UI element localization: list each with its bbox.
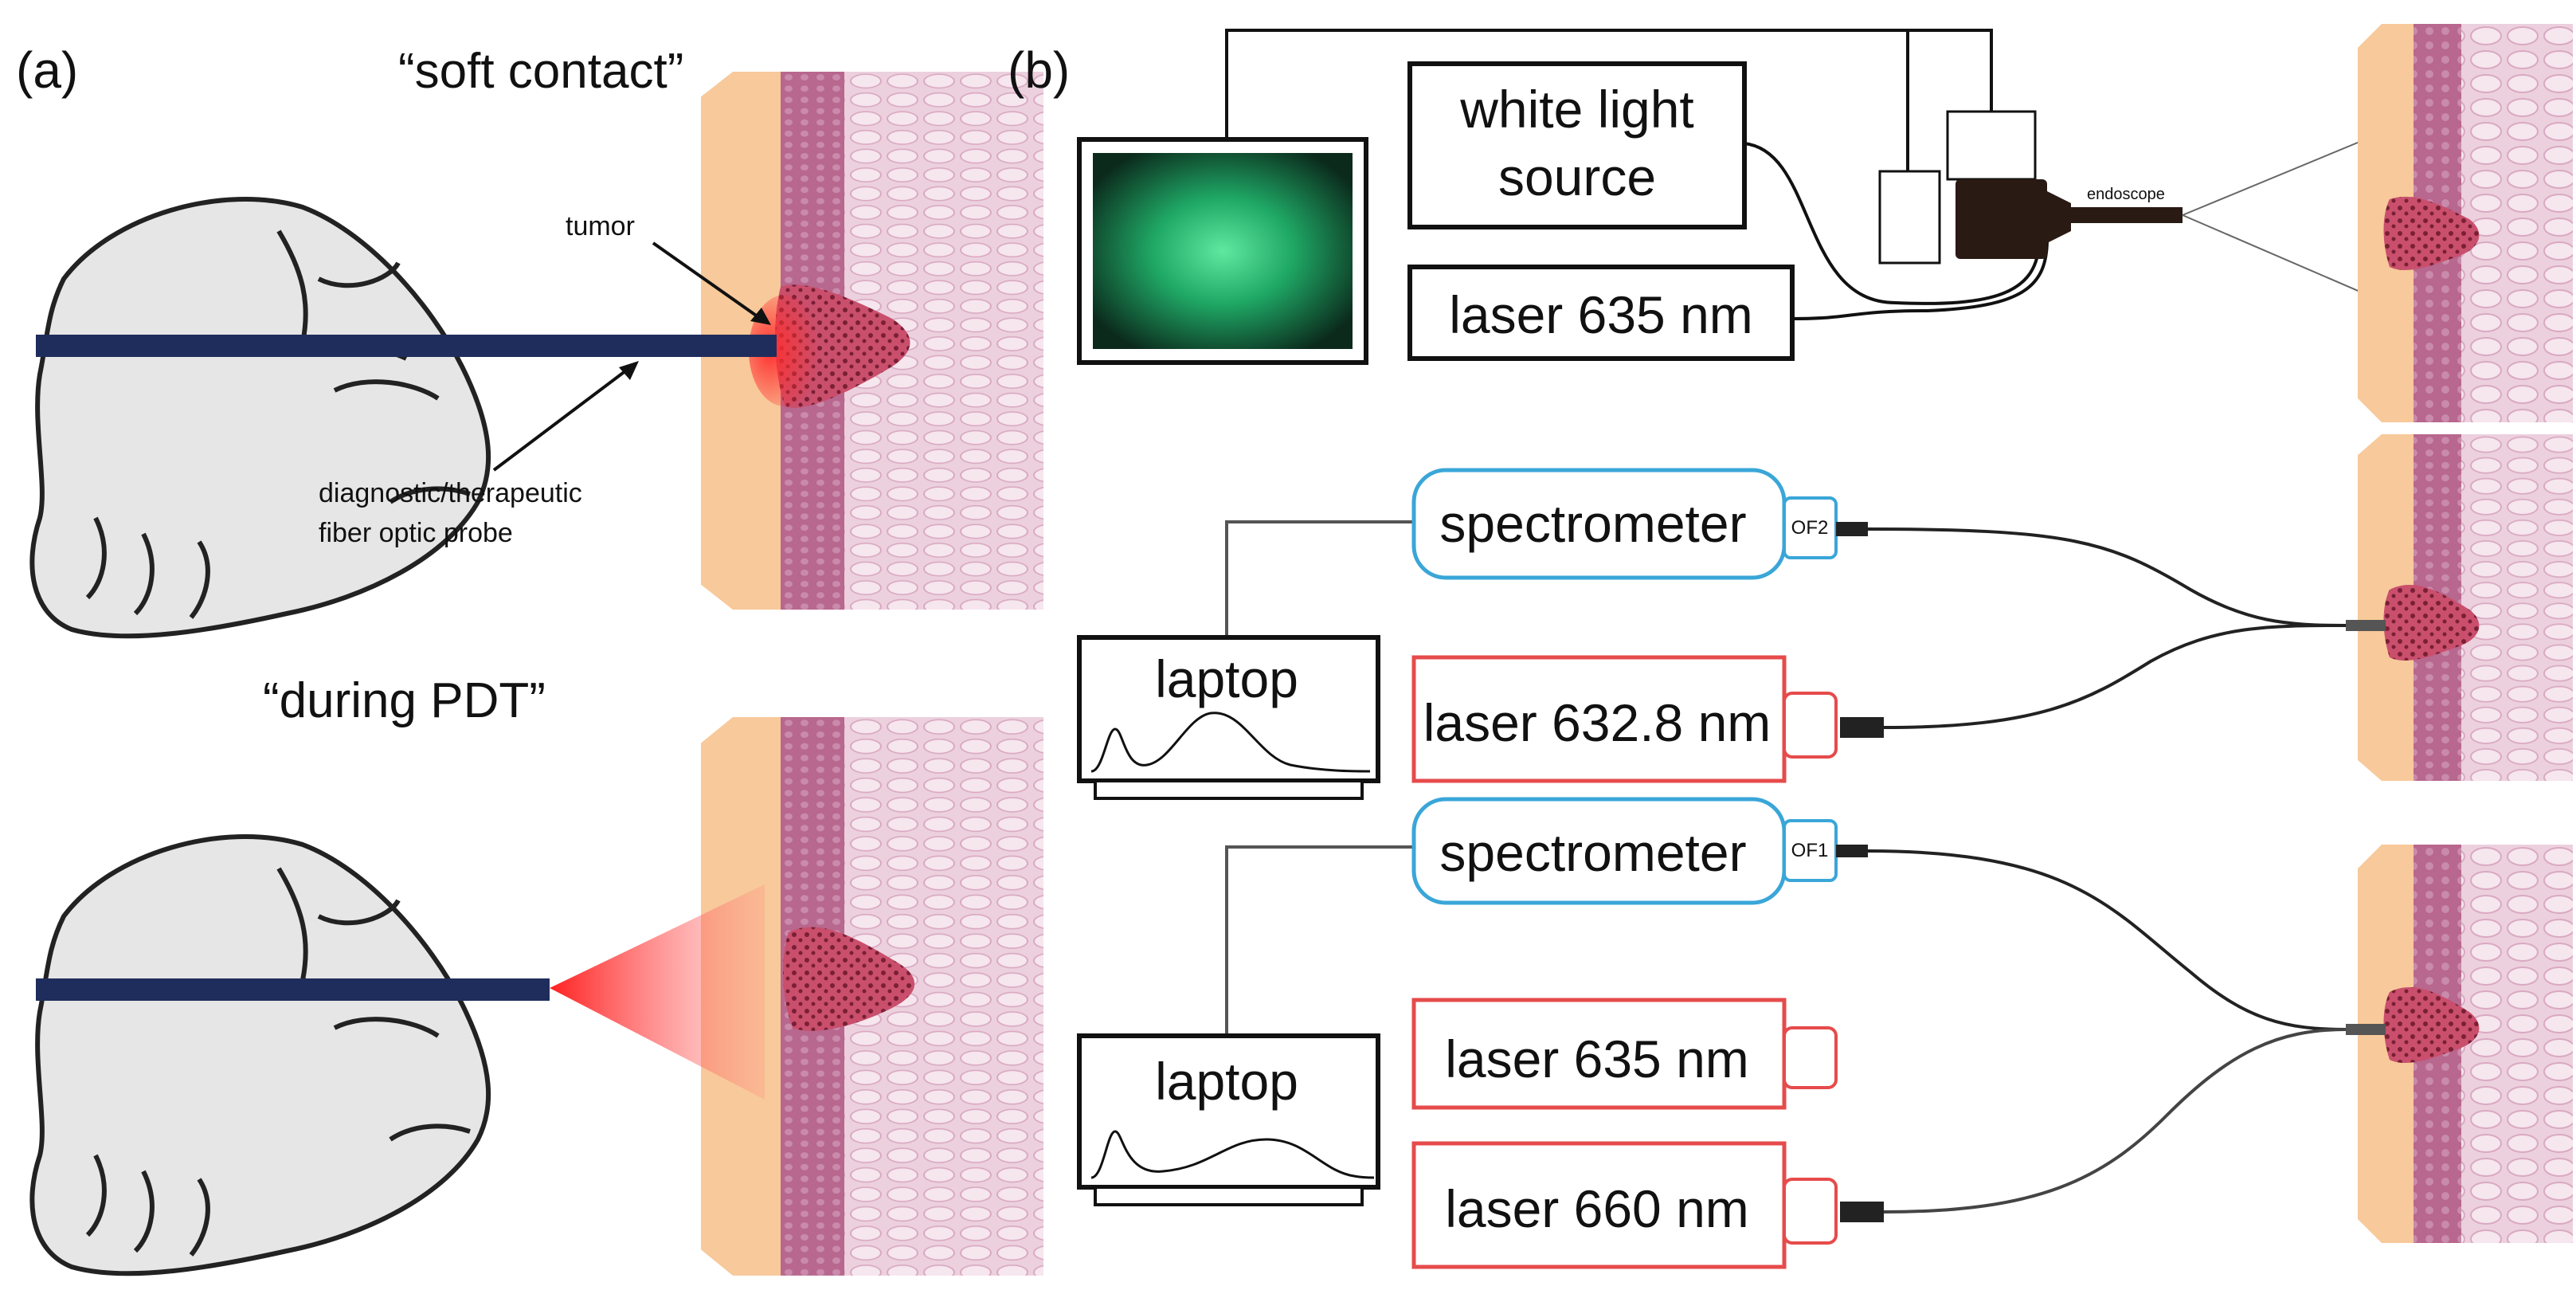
tumor-arrow bbox=[652, 241, 762, 320]
endoscope-neck bbox=[2047, 191, 2071, 243]
glove-hand-bottom bbox=[32, 837, 488, 1273]
laser-660-box bbox=[1411, 1141, 1787, 1269]
fiber-probe-top bbox=[36, 335, 777, 357]
fiber-laser-660 bbox=[1883, 1028, 2347, 1214]
probe-arrow bbox=[492, 367, 631, 472]
tumor-label: tumor bbox=[566, 211, 635, 241]
white-light-line2: source bbox=[1498, 147, 1656, 206]
wire-laptop1-spectro1 bbox=[1225, 520, 1414, 645]
during-pdt-title: “during PDT” bbox=[263, 673, 546, 728]
laser-635-low-box bbox=[1411, 998, 1787, 1110]
laptop-2-spectrum bbox=[1090, 1130, 1375, 1179]
laser-635-low-port bbox=[1783, 1026, 1838, 1089]
panel-b: (b) white light source laser 635 nm endo… bbox=[1008, 24, 2573, 1269]
of2-connector bbox=[1836, 522, 1868, 536]
laser-632-box bbox=[1411, 655, 1787, 783]
panel-a: (a) “soft contact” tumor diagnostic/ther… bbox=[16, 41, 1043, 1276]
endoscope-label: endoscope bbox=[2087, 186, 2165, 203]
tumor-b3 bbox=[2383, 987, 2480, 1064]
fiber-of2 bbox=[1867, 527, 2347, 627]
laser-660-connector bbox=[1840, 1202, 1884, 1222]
laser-632-label: laser 632.8 nm bbox=[1423, 693, 1771, 752]
white-light-source-box bbox=[1407, 61, 1747, 229]
endoscope-body bbox=[1955, 179, 2047, 259]
soft-contact-title: “soft contact” bbox=[398, 44, 683, 99]
probe-label-line2: fiber optic probe bbox=[319, 518, 513, 548]
panel-b-letter: (b) bbox=[1008, 41, 1070, 99]
wire-laptop2-spectro2 bbox=[1225, 845, 1414, 1036]
laser-635-top-box bbox=[1407, 265, 1795, 361]
laser-635-low-label: laser 635 nm bbox=[1445, 1029, 1749, 1088]
tumor-arrowhead bbox=[750, 308, 771, 325]
tumor-b2 bbox=[2383, 585, 2480, 661]
laser-beam-cone bbox=[550, 884, 765, 1100]
probe-tip-b2 bbox=[2346, 620, 2386, 631]
fiber-laser-632 bbox=[1883, 624, 2347, 729]
laser-632-connector bbox=[1840, 717, 1884, 738]
white-light-line1: white light bbox=[1459, 80, 1694, 139]
probe-label-line1: diagnostic/therapeutic bbox=[319, 478, 582, 508]
laser-632-port bbox=[1783, 692, 1838, 759]
cable-laser-top bbox=[1791, 238, 2049, 320]
fiber-probe-bottom bbox=[36, 978, 550, 1001]
tumor-b1 bbox=[2383, 196, 2480, 271]
camera-2 bbox=[1946, 110, 2037, 181]
laptop-2-base bbox=[1094, 1186, 1364, 1206]
monitor-screen bbox=[1093, 153, 1353, 349]
laptop-2-label: laptop bbox=[1155, 1052, 1298, 1111]
laser-635-top-label: laser 635 nm bbox=[1449, 285, 1753, 344]
spectrometer-1-label: spectrometer bbox=[1439, 494, 1746, 553]
laptop-1-base bbox=[1094, 779, 1364, 800]
laser-660-label: laser 660 nm bbox=[1445, 1179, 1749, 1238]
fiber-of1 bbox=[1867, 849, 2347, 1031]
laser-660-port bbox=[1783, 1178, 1838, 1245]
of1-connector bbox=[1836, 845, 1868, 857]
probe-arrowhead bbox=[619, 361, 639, 380]
laptop-1-spectrum bbox=[1090, 712, 1371, 773]
endoscope-tube bbox=[2071, 207, 2183, 223]
probe-tip-b3 bbox=[2346, 1024, 2386, 1035]
wire-monitor-camera bbox=[1225, 29, 1993, 139]
cable-white-light bbox=[1744, 142, 2041, 305]
of2-label: OF2 bbox=[1791, 517, 1829, 539]
camera-1 bbox=[1878, 170, 1941, 265]
tumor-bottom bbox=[783, 927, 915, 1031]
panel-a-letter: (a) bbox=[16, 41, 78, 99]
spectrometer-2-label: spectrometer bbox=[1439, 823, 1746, 882]
glove-hand-top bbox=[32, 199, 488, 636]
of1-label: OF1 bbox=[1791, 840, 1829, 861]
laptop-1-label: laptop bbox=[1155, 649, 1298, 708]
